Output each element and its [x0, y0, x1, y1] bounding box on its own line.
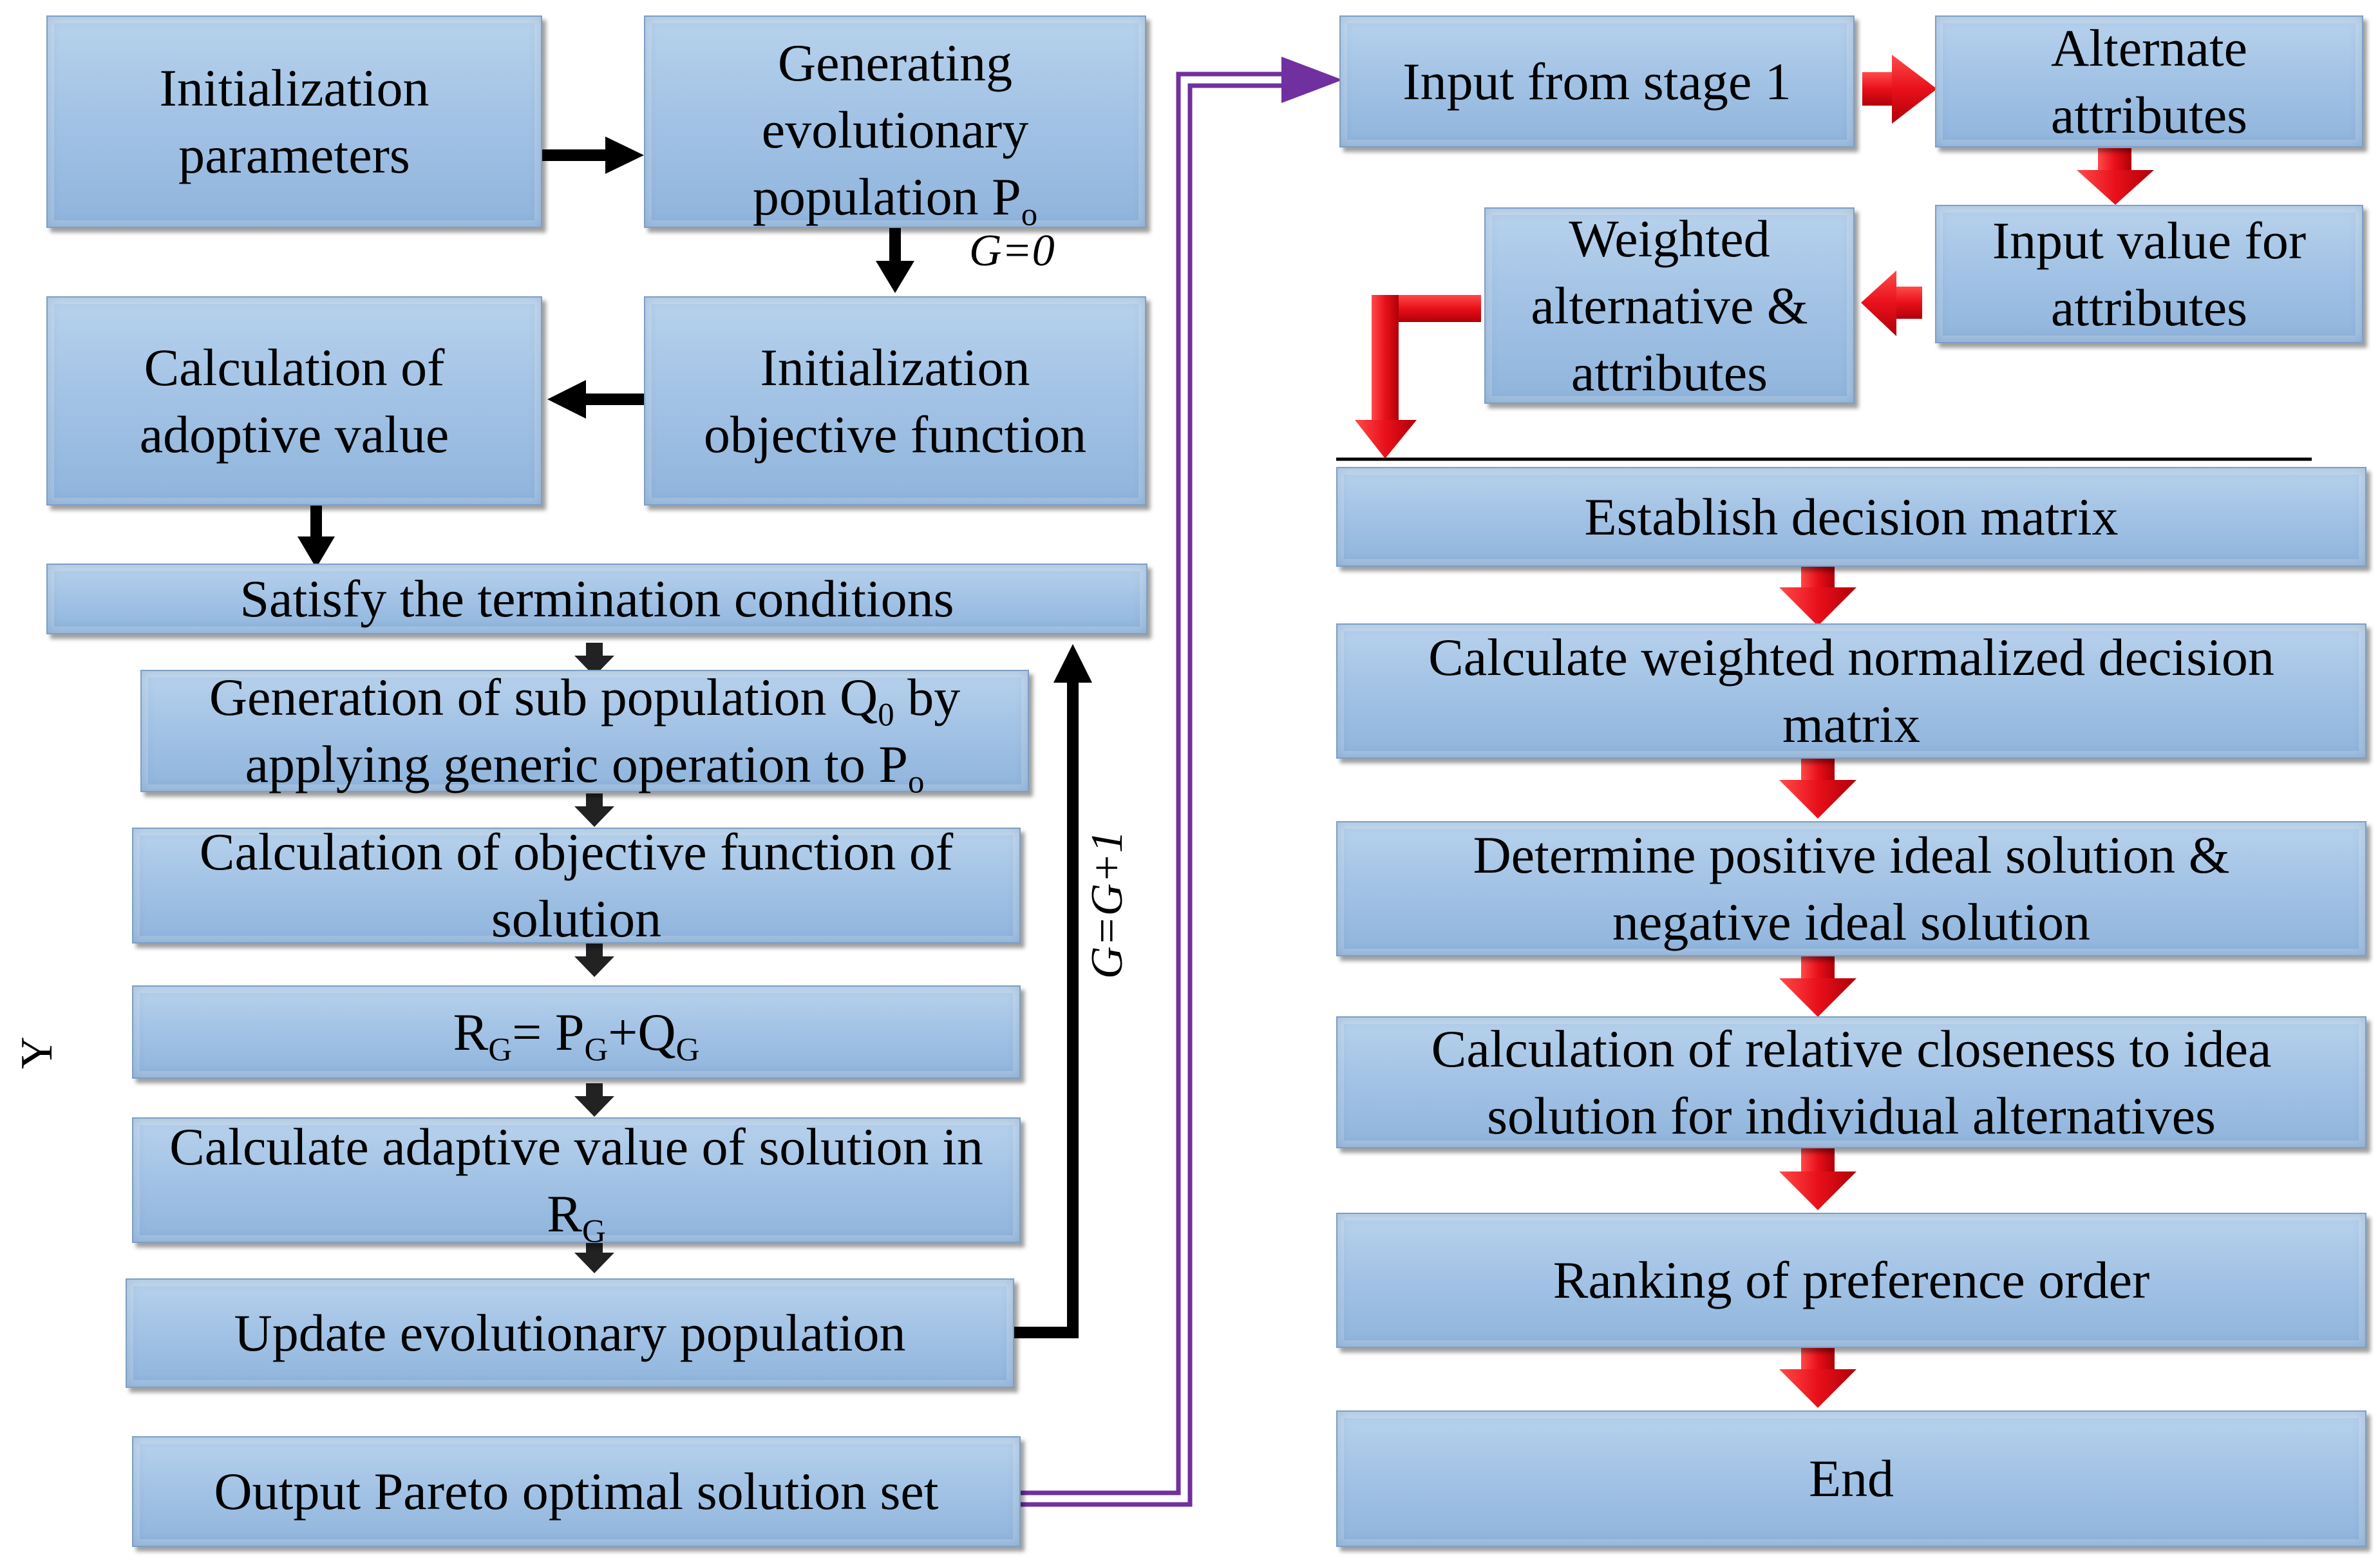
red-arrow-ranking-to-end [1779, 1346, 1856, 1408]
small-arrow-rg-to-calc-adaptive [574, 1083, 614, 1117]
ideal-solution-box: Determine positive ideal solution & nega… [1336, 821, 2366, 956]
decision-matrix-box: Establish decision matrix [1336, 467, 2366, 567]
end-box: End [1336, 1410, 2366, 1547]
init-objective-function-label: Initialization objective function [703, 337, 1087, 464]
weighted-normalized-box: Calculate weighted normalized decision m… [1336, 623, 2366, 759]
small-arrow-calc-adaptive-to-update [574, 1240, 614, 1273]
input-stage1-box: Input from stage 1 [1339, 15, 1855, 147]
generation-subpopulation-label: Generation of sub population Q0 by apply… [209, 668, 961, 800]
small-arrow-satisfy-to-generation [574, 643, 614, 676]
satisfy-termination-label: Satisfy the termination conditions [240, 569, 954, 628]
connector-output-to-stage1 [1021, 71, 1288, 1507]
calc-adaptive-solution-box: Calculate adaptive value of solution in … [132, 1117, 1021, 1247]
decision-matrix-label: Establish decision matrix [1584, 487, 2119, 546]
relative-closeness-box: Calculation of relative closeness to ide… [1336, 1016, 2366, 1148]
rg-formula-label: RG= PG+QG [453, 1002, 700, 1067]
generate-population-label: Generating evolutionary population Po [752, 33, 1038, 232]
arrow-calc-adoptive-to-satisfy [298, 506, 335, 568]
generate-population-box: Generating evolutionary population Po [644, 15, 1146, 232]
small-arrow-calc-objective-to-rg [574, 944, 614, 977]
red-arrow-input-value-to-weighted [1861, 270, 1922, 336]
init-objective-function-box: Initialization objective function [644, 296, 1146, 506]
calc-objective-solution-box: Calculation of objective function of sol… [132, 822, 1021, 948]
input-value-attributes-box: Input value for attributes [1935, 205, 2363, 343]
red-arrow-weighted-norm-to-ideal [1779, 757, 1856, 819]
small-arrow-generation-to-calc-objective [574, 793, 614, 827]
arrow-generate-to-init-objective [876, 227, 914, 293]
output-pareto-box: Output Pareto optimal solution set [132, 1436, 1021, 1547]
update-population-box: Update evolutionary population [126, 1278, 1014, 1388]
red-arrow-ideal-to-closeness [1779, 955, 1856, 1017]
red-arrow-input-to-alternate [1862, 55, 1937, 124]
red-elbow-weighted-to-decision [1355, 295, 1481, 459]
red-arrow-decision-to-weighted-norm [1779, 564, 1856, 626]
alternate-attributes-label: Alternate attributes [2050, 18, 2248, 144]
rg-formula-box: RG= PG+QG [132, 985, 1021, 1079]
calc-objective-solution-label: Calculation of objective function of sol… [199, 822, 954, 948]
update-population-label: Update evolutionary population [234, 1304, 906, 1362]
calc-adaptive-solution-label: Calculate adaptive value of solution in … [169, 1117, 983, 1249]
loop-arrow-update-to-satisfy [1014, 644, 1092, 1338]
calc-adoptive-value-box: Calculation of adoptive value [46, 296, 542, 506]
init-parameters-box: Initialization parameters [46, 15, 542, 228]
output-pareto-label: Output Pareto optimal solution set [214, 1462, 939, 1521]
y-label: Y [12, 1036, 62, 1069]
calc-adoptive-value-label: Calculation of adoptive value [139, 337, 449, 464]
end-label: End [1808, 1449, 1894, 1508]
init-parameters-label: Initialization parameters [159, 59, 430, 184]
ranking-preference-box: Ranking of preference order [1336, 1213, 2366, 1348]
weighted-alternative-label: Weighted alternative & attributes [1531, 209, 1808, 402]
red-arrow-alternate-to-input-value [2077, 148, 2154, 205]
arrow-init-to-generate [542, 137, 644, 174]
weighted-normalized-label: Calculate weighted normalized decision m… [1428, 628, 2274, 754]
connector-arrowhead [1281, 57, 1343, 103]
g-zero-note: G=0 [969, 226, 1055, 276]
ranking-preference-label: Ranking of preference order [1553, 1251, 2150, 1309]
input-stage1-label: Input from stage 1 [1402, 52, 1791, 111]
satisfy-termination-box: Satisfy the termination conditions [46, 564, 1148, 634]
ideal-solution-label: Determine positive ideal solution & nega… [1473, 826, 2230, 951]
generation-subpopulation-box: Generation of sub population Q0 by apply… [140, 668, 1029, 798]
red-arrow-closeness-to-ranking [1779, 1148, 1856, 1210]
alternate-attributes-box: Alternate attributes [1935, 15, 2363, 147]
weighted-alternative-box: Weighted alternative & attributes [1484, 207, 1855, 404]
g-increment-note: G=G+1 [1082, 830, 1132, 979]
input-value-attributes-label: Input value for attributes [1992, 211, 2307, 337]
relative-closeness-label: Calculation of relative closeness to ide… [1431, 1019, 2272, 1145]
arrow-init-objective-to-calc-adoptive [547, 380, 644, 419]
